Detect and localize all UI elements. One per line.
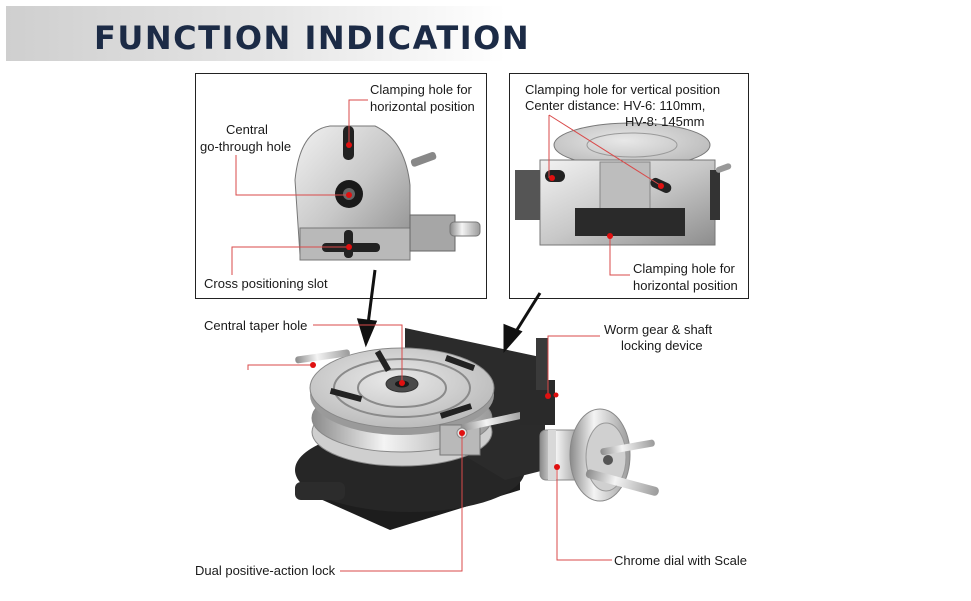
label-worm-gear-1: Worm gear & shaft [604,322,713,337]
left-inset-faceplate [294,125,481,261]
label-right-clamp-horizontal-1: Clamping hole for [633,261,735,276]
label-left-clamp-horizontal-1: Clamping hole for [370,82,472,97]
header-banner: FUNCTION INDICATION [6,6,529,61]
right-inset-dots [549,175,664,239]
main-dots [310,362,560,470]
main-rotary-table [295,328,659,530]
label-central-hole-1: Central [226,122,268,137]
left-inset-dots [346,142,352,250]
label-cross-positioning-slot: Cross positioning slot [204,276,328,291]
right-inset-callouts [548,114,661,276]
label-center-distance-hv6: Center distance: HV-6: 110mm, [525,98,706,113]
label-chrome-dial: Chrome dial with Scale [614,553,747,568]
label-left-clamp-horizontal-2: horizontal position [370,99,475,114]
label-central-taper-hole: Central taper hole [204,318,308,333]
page-title: FUNCTION INDICATION [94,19,531,57]
label-worm-gear-2: locking device [621,338,703,353]
label-center-distance-hv8: HV-8: 145mm [625,114,705,129]
label-clamp-vertical: Clamping hole for vertical position [525,82,721,97]
label-right-clamp-horizontal-2: horizontal position [633,278,738,293]
left-inset-panel [195,73,487,299]
pointer-arrows [356,269,542,353]
main-callouts [247,324,612,572]
left-inset-callouts [231,99,368,275]
label-dual-lock: Dual positive-action lock [195,563,336,578]
label-central-hole-2: go-through hole [200,139,292,154]
right-inset-vertical-view [515,122,732,246]
